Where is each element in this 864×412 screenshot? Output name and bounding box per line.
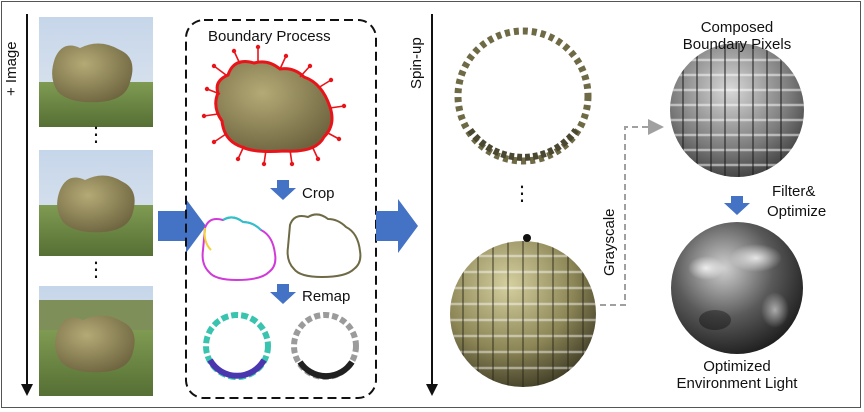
optimized-label-line2: Environment Light — [676, 375, 798, 392]
crop-arrow — [270, 180, 296, 200]
grayscale-connector — [600, 119, 664, 306]
filter-arrow — [724, 196, 750, 215]
ellipsis-3: ⋮ — [512, 183, 532, 205]
boundary-process-title: Boundary Process — [208, 28, 331, 45]
ellipsis-2: ⋮ — [86, 259, 106, 281]
flow-arrow-1 — [158, 199, 206, 253]
spinup-axis-arrow — [426, 14, 438, 396]
remap-arrow — [270, 284, 296, 304]
filter-label-line1: Filter& — [772, 183, 816, 200]
input-photo-2 — [39, 150, 153, 256]
composed-label-line1: Composed — [700, 19, 774, 36]
image-axis-label: + Image — [3, 41, 20, 96]
environment-light-sphere — [671, 222, 803, 354]
remapped-ring-color — [203, 312, 271, 380]
ellipsis-1: ⋮ — [86, 124, 106, 146]
input-photo-3 — [39, 286, 153, 396]
crop-label: Crop — [302, 185, 335, 202]
flow-arrow-2 — [376, 199, 418, 253]
remapped-ring-gray — [291, 312, 359, 380]
boundary-ring — [454, 27, 592, 165]
optimized-label-line1: Optimized — [703, 358, 771, 375]
filter-label-line2: Optimize — [767, 203, 827, 220]
spunup-sphere — [450, 234, 596, 387]
grayscale-label: Grayscale — [601, 208, 618, 276]
cropped-outline-photo — [286, 213, 362, 279]
boundary-object — [201, 44, 347, 167]
spinup-axis-label: Spin-up — [408, 37, 425, 89]
image-axis-arrow — [21, 14, 33, 396]
composed-label-line2: Boundary Pixels — [682, 36, 792, 53]
composed-gray-sphere — [670, 43, 804, 177]
input-photo-1 — [39, 17, 153, 127]
cropped-outline-color — [201, 216, 277, 282]
boundary-process-box — [185, 19, 377, 399]
remap-label: Remap — [302, 288, 351, 305]
